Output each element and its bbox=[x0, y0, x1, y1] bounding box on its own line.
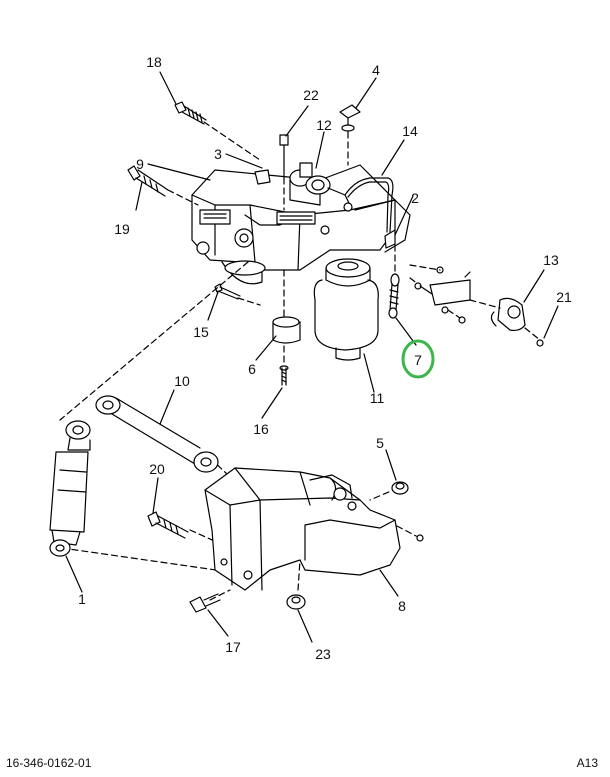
lower-bracket bbox=[204, 467, 401, 591]
callout-22: 22 bbox=[303, 87, 319, 103]
sheet-id: A13 bbox=[576, 756, 598, 770]
callout-18: 18 bbox=[146, 54, 162, 70]
nut-5 bbox=[391, 481, 409, 495]
callout-5: 5 bbox=[376, 435, 384, 451]
callout-4: 4 bbox=[372, 62, 380, 78]
callout-21: 21 bbox=[556, 289, 572, 305]
callout-3: 3 bbox=[214, 146, 222, 162]
callout-16: 16 bbox=[253, 421, 269, 437]
callout-13: 13 bbox=[543, 252, 559, 268]
leveling-valve bbox=[289, 162, 353, 212]
fitting bbox=[339, 104, 361, 132]
washer bbox=[416, 534, 424, 542]
highlight-circle bbox=[401, 339, 435, 379]
fastener-3 bbox=[254, 169, 271, 185]
callout-7: 7 bbox=[414, 352, 422, 368]
callout-8: 8 bbox=[398, 598, 406, 614]
link-rod bbox=[388, 273, 400, 319]
document-number: 16-346-0162-01 bbox=[6, 756, 92, 770]
bolt-17 bbox=[189, 593, 221, 613]
bumper bbox=[272, 316, 301, 344]
callout-19: 19 bbox=[114, 221, 130, 237]
bolt-16 bbox=[279, 365, 289, 386]
air-spring bbox=[313, 258, 379, 361]
callout-15: 15 bbox=[193, 324, 209, 340]
callout-17: 17 bbox=[225, 639, 241, 655]
stud-22 bbox=[279, 134, 289, 179]
callout-11: 11 bbox=[370, 390, 385, 406]
shock-absorber bbox=[49, 420, 91, 557]
callout-12: 12 bbox=[316, 117, 332, 133]
air-tube bbox=[344, 177, 394, 233]
callout-14: 14 bbox=[402, 123, 418, 139]
callout-10: 10 bbox=[174, 373, 190, 389]
callout-20: 20 bbox=[149, 461, 165, 477]
callout-1: 1 bbox=[78, 591, 86, 607]
callout-6: 6 bbox=[248, 361, 256, 377]
callout-23: 23 bbox=[315, 646, 331, 662]
assembly-lines bbox=[59, 121, 541, 601]
callout-9: 9 bbox=[136, 156, 144, 172]
bolt-18 bbox=[174, 101, 207, 125]
callout-2: 2 bbox=[411, 190, 419, 206]
bolt-15 bbox=[214, 283, 241, 300]
valve-arm bbox=[414, 266, 544, 347]
upper-bracket bbox=[191, 164, 411, 285]
bolt-20 bbox=[147, 511, 189, 539]
nut-23 bbox=[286, 594, 306, 610]
bolt-19 bbox=[127, 165, 169, 197]
callout-labels: 1 2 3 4 5 6 7 8 9 10 11 12 13 14 15 16 1… bbox=[78, 54, 572, 662]
torque-rod bbox=[95, 395, 219, 473]
